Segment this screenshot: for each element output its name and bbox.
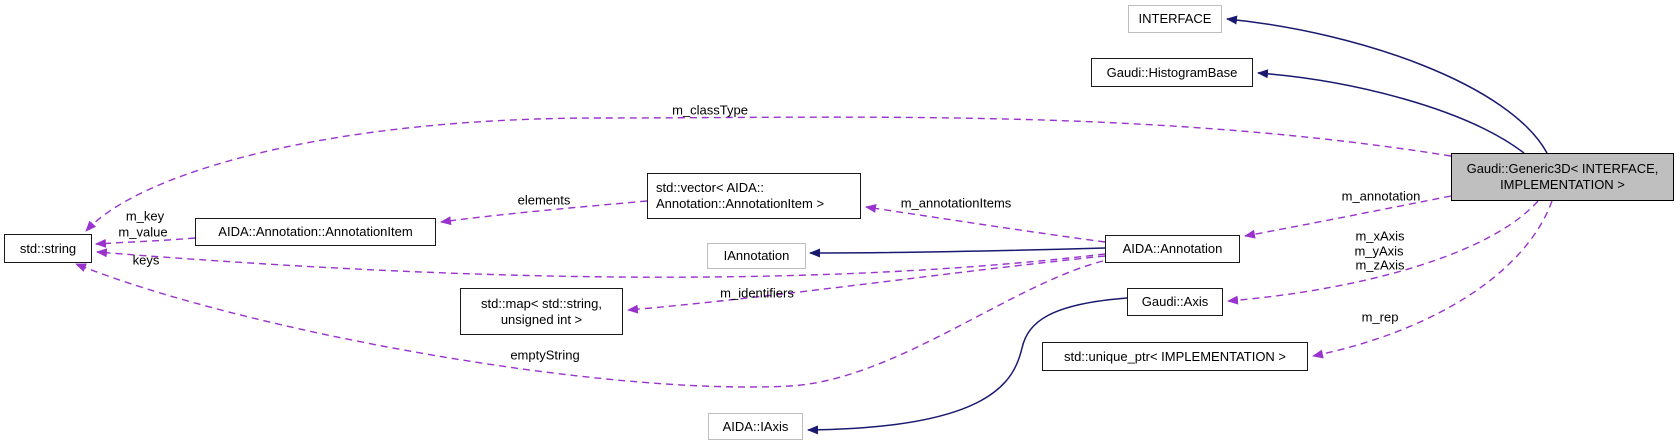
edge-m-annotationitems (865, 204, 1106, 243)
edge-keys (96, 248, 1106, 278)
edge-label-emptystring: emptyString (510, 347, 580, 363)
edge-inherit-iannotation (809, 247, 1106, 258)
edge-m-rep (1312, 200, 1553, 359)
edge-label-m-zaxis: m_zAxis (1355, 257, 1405, 273)
edge-label-keys: keys (132, 252, 160, 268)
node-gaudi-histogrambase[interactable]: Gaudi::HistogramBase (1091, 58, 1253, 87)
edge-m-key-value (95, 237, 196, 248)
node-std-map[interactable]: std::map< std::string, unsigned int > (460, 288, 623, 335)
node-gaudi-generic3d: Gaudi::Generic3D< INTERFACE, IMPLEMENTAT… (1451, 153, 1674, 201)
edge-label-m-annotationitems: m_annotationItems (900, 195, 1012, 211)
node-aida-annotation[interactable]: AIDA::Annotation (1105, 235, 1240, 263)
edge-label-m-identifiers: m_identifiers (720, 285, 794, 301)
edge-m-classtype (85, 116, 1452, 232)
edge-label-m-rep: m_rep (1361, 309, 1399, 325)
edge-elements (440, 200, 648, 226)
edge-inherit-iaxis (807, 297, 1128, 435)
edge-label-m-yaxis: m_yAxis (1354, 243, 1404, 259)
node-std-unique-ptr[interactable]: std::unique_ptr< IMPLEMENTATION > (1042, 342, 1308, 371)
edge-m-identifiers (627, 255, 1106, 314)
edge-label-m-key: m_key (125, 208, 165, 224)
node-gaudi-axis[interactable]: Gaudi::Axis (1127, 288, 1223, 316)
node-iannotation: IAnnotation (707, 243, 806, 269)
edge-label-m-classtype: m_classType (672, 102, 748, 118)
node-aida-iaxis: AIDA::IAxis (708, 413, 803, 440)
edge-label-m-annotation: m_annotation (1341, 188, 1421, 204)
edge-label-elements: elements (517, 192, 571, 208)
edge-inherit-interface (1226, 15, 1548, 154)
node-std-vector-annotationitem[interactable]: std::vector< AIDA:: Annotation::Annotati… (647, 173, 861, 219)
edge-label-m-value: m_value (118, 224, 168, 240)
edge-inherit-histogrambase (1257, 69, 1525, 154)
edge-label-m-xaxis: m_xAxis (1355, 228, 1405, 244)
edge-m-annotation (1244, 195, 1452, 239)
edge-emptystring (75, 260, 1104, 388)
node-interface: INTERFACE (1128, 5, 1222, 33)
edge-m-axes (1227, 200, 1539, 305)
node-std-string[interactable]: std::string (4, 234, 92, 263)
node-aida-annotationitem[interactable]: AIDA::Annotation::AnnotationItem (195, 218, 436, 246)
